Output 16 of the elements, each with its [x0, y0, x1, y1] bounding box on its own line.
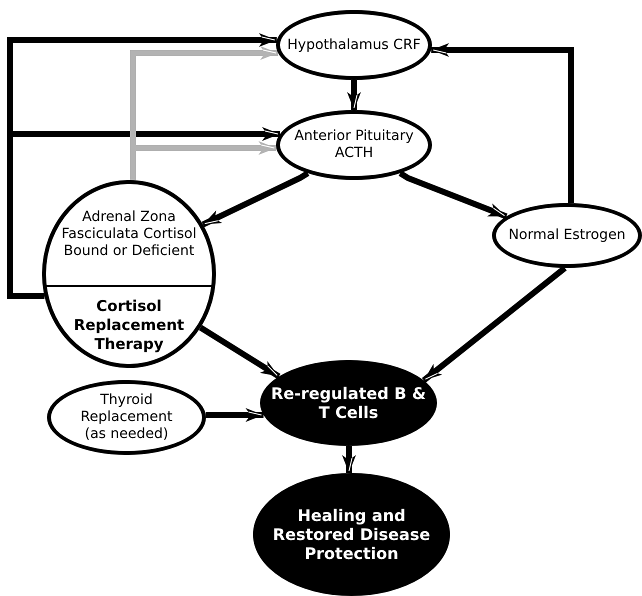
arrow	[206, 408, 264, 422]
node-label: Adrenal Zona Fasciculata Cortisol Bound or Deficient	[60, 209, 198, 260]
arrow	[346, 80, 362, 110]
node-label: Anterior Pituitary ACTH	[293, 128, 415, 162]
arrow	[430, 42, 574, 203]
node-label: Thyroid Replacement (as needed)	[80, 392, 174, 443]
arrow	[342, 446, 356, 474]
arrow	[422, 266, 567, 383]
arrow	[202, 170, 310, 228]
therapy-label: Cortisol Replacement Therapy	[72, 297, 186, 354]
arrow	[198, 325, 280, 379]
arrow	[398, 170, 508, 220]
node-label: Healing and Restored Disease Protection	[272, 506, 432, 563]
node-label: Re-regulated B & T Cells	[270, 384, 427, 422]
node-label: Hypothalamus CRF	[287, 36, 421, 54]
node-label: Normal Estrogen	[508, 227, 626, 244]
